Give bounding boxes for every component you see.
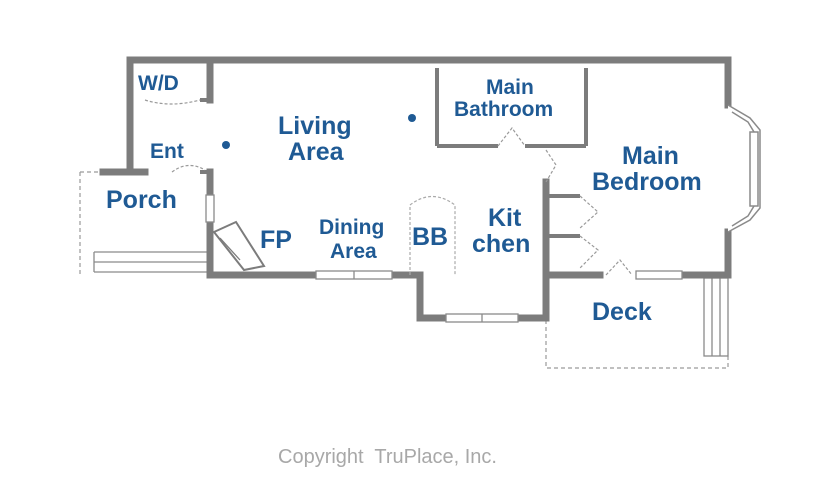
- interior-walls: [200, 68, 588, 238]
- ceiling-fixture-dot: [222, 141, 230, 149]
- copyright-text: Copyright TruPlace, Inc.: [278, 446, 497, 468]
- label-bath-2: Bathroom: [454, 98, 553, 121]
- label-dining-1: Dining: [319, 216, 384, 239]
- windows: [205, 194, 683, 323]
- label-bedroom-1: Main: [622, 142, 679, 170]
- label-kitchen-1: Kit: [488, 204, 522, 232]
- label-deck: Deck: [592, 298, 652, 326]
- label-wd: W/D: [138, 72, 179, 95]
- bay-window: [727, 104, 761, 233]
- label-dining-2: Area: [330, 240, 377, 263]
- label-fireplace: FP: [260, 226, 292, 254]
- label-entry: Ent: [150, 140, 184, 163]
- fireplace-symbol: [212, 220, 266, 272]
- label-bath-1: Main: [486, 76, 534, 99]
- deck-stairs: [703, 277, 729, 357]
- label-kitchen-2: chen: [472, 230, 530, 258]
- label-living-1: Living: [278, 112, 352, 140]
- label-porch: Porch: [106, 186, 177, 214]
- ceiling-fixture-dot: [408, 114, 416, 122]
- door-swings: [144, 99, 633, 276]
- label-bedroom-2: Bedroom: [592, 168, 702, 196]
- outdoor-outlines: [79, 171, 729, 369]
- walls: [99, 56, 732, 322]
- label-bb: BB: [412, 223, 448, 251]
- porch-steps: [93, 251, 208, 273]
- label-living-2: Area: [288, 138, 345, 166]
